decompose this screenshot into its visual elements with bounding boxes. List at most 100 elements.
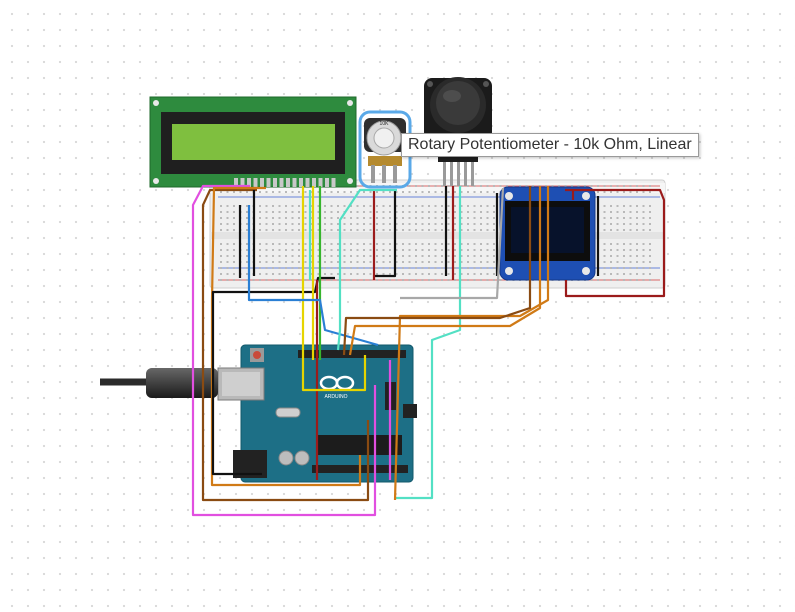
- breadboard-hole: [389, 211, 391, 213]
- wires: [191, 184, 666, 517]
- breadboard-hole: [278, 217, 281, 219]
- breadboard-hole: [460, 185, 463, 187]
- breadboard-hole: [291, 279, 294, 281]
- lcd-pin: [266, 178, 271, 187]
- breadboard-hole: [226, 255, 229, 257]
- breadboard-hole: [337, 273, 339, 275]
- breadboard-hole: [480, 267, 482, 269]
- breadboard-hole: [324, 211, 326, 213]
- breadboard-hole: [428, 211, 430, 213]
- breadboard-hole: [473, 249, 476, 251]
- breadboard-hole: [246, 217, 248, 219]
- breadboard-hole: [402, 205, 404, 207]
- breadboard-hole: [493, 279, 495, 281]
- breadboard-hole: [447, 191, 450, 193]
- breadboard-hole: [486, 261, 489, 263]
- breadboard-hole: [402, 223, 404, 225]
- breadboard-hole: [636, 255, 638, 257]
- breadboard-hole: [447, 205, 450, 207]
- breadboard-hole: [285, 211, 287, 213]
- breadboard-hole: [447, 229, 450, 231]
- breadboard-hole: [473, 185, 476, 187]
- breadboard-hole: [636, 229, 638, 231]
- breadboard-hole: [408, 211, 411, 213]
- breadboard-hole: [636, 267, 638, 269]
- breadboard-hole: [233, 243, 235, 245]
- reset-button[interactable]: [253, 351, 261, 359]
- breadboard-hole: [473, 243, 476, 245]
- breadboard-hole: [382, 205, 385, 207]
- breadboard-hole: [246, 273, 248, 275]
- breadboard-hole: [239, 191, 242, 193]
- breadboard-hole: [343, 223, 346, 225]
- breadboard-hole: [480, 191, 482, 193]
- breadboard-hole: [220, 249, 222, 251]
- breadboard-hole: [369, 191, 372, 193]
- breadboard-hole: [473, 261, 476, 263]
- breadboard-hole: [454, 255, 456, 257]
- breadboard-hole: [265, 261, 268, 263]
- breadboard-hole: [642, 243, 645, 245]
- breadboard-hole: [343, 267, 346, 269]
- rotary-potentiometer[interactable]: 10K: [358, 110, 412, 189]
- breadboard-hole: [480, 279, 482, 281]
- breadboard-hole: [324, 255, 326, 257]
- breadboard-hole: [278, 191, 281, 193]
- breadboard-hole: [649, 217, 651, 219]
- breadboard-hole: [220, 217, 222, 219]
- breadboard-hole: [369, 211, 372, 213]
- breadboard-hole: [415, 211, 417, 213]
- breadboard-hole: [259, 191, 261, 193]
- breadboard-hole: [493, 205, 495, 207]
- breadboard-hole: [356, 261, 359, 263]
- breadboard-hole: [389, 255, 391, 257]
- breadboard-hole: [467, 255, 469, 257]
- breadboard-hole: [454, 279, 456, 281]
- joystick-module[interactable]: [424, 77, 492, 186]
- breadboard-hole: [389, 217, 391, 219]
- breadboard-hole: [363, 191, 365, 193]
- breadboard-hole: [616, 185, 619, 187]
- breadboard-hole: [324, 191, 326, 193]
- breadboard-hole: [220, 243, 222, 245]
- breadboard-hole: [350, 191, 352, 193]
- breadboard-hole: [382, 211, 385, 213]
- breadboard-hole: [376, 205, 378, 207]
- breadboard-hole: [467, 191, 469, 193]
- breadboard-hole: [434, 279, 437, 281]
- breadboard-hole: [356, 255, 359, 257]
- breadboard-hole: [272, 223, 274, 225]
- breadboard-hole: [649, 223, 651, 225]
- breadboard-hole: [317, 205, 320, 207]
- breadboard-hole: [610, 223, 612, 225]
- breadboard-hole: [246, 229, 248, 231]
- breadboard-hole: [610, 191, 612, 193]
- breadboard-hole: [408, 223, 411, 225]
- lcd-display[interactable]: [149, 96, 357, 188]
- breadboard-hole: [265, 249, 268, 251]
- breadboard-hole: [226, 267, 229, 269]
- breadboard-hole: [369, 261, 372, 263]
- breadboard-hole: [649, 211, 651, 213]
- oled-display[interactable]: [499, 186, 596, 281]
- breadboard-hole: [369, 255, 372, 257]
- breadboard-hole: [376, 279, 378, 281]
- breadboard-hole: [460, 261, 463, 263]
- arduino-uno-board[interactable]: ARDUINO: [217, 344, 417, 483]
- breadboard-hole: [454, 191, 456, 193]
- breadboard-hole: [369, 243, 372, 245]
- breadboard[interactable]: [209, 179, 666, 289]
- breadboard-hole: [272, 273, 274, 275]
- usb-cable[interactable]: [100, 368, 218, 398]
- breadboard-hole: [285, 267, 287, 269]
- breadboard-hole: [278, 249, 281, 251]
- breadboard-hole: [259, 229, 261, 231]
- breadboard-hole: [473, 279, 476, 281]
- breadboard-hole: [343, 229, 346, 231]
- breadboard-hole: [493, 249, 495, 251]
- breadboard-hole: [499, 185, 502, 187]
- breadboard-hole: [421, 249, 424, 251]
- breadboard-hole: [441, 255, 443, 257]
- breadboard-hole: [402, 267, 404, 269]
- breadboard-hole: [434, 273, 437, 275]
